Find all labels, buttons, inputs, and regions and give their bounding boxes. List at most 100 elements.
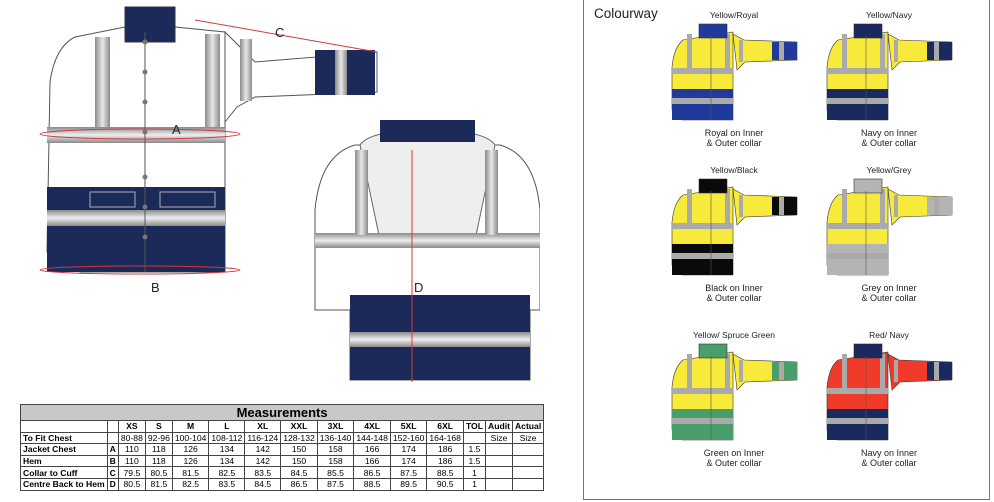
cell-value: 92-96 <box>144 431 173 445</box>
row-label: Centre Back to Hem <box>20 477 108 491</box>
cell-value: 116-124 <box>244 431 282 445</box>
cell-value: 118 <box>144 454 173 468</box>
colourway-item: Yellow/Grey Grey on Inner& Outer collar <box>814 165 964 303</box>
colourway-title: Colourway <box>594 6 658 21</box>
cell-value <box>511 466 545 479</box>
colourway-name: Yellow/ Spruce Green <box>693 330 775 340</box>
cell-value: 174 <box>389 443 428 456</box>
cell-value: 174 <box>389 454 428 468</box>
colourway-item: Yellow/ Spruce Green Green on Inner& Out… <box>659 330 809 468</box>
cell-value: 82.5 <box>171 477 210 491</box>
cell-value: Size <box>484 431 513 445</box>
cell-value <box>511 454 545 468</box>
row-code <box>106 431 119 445</box>
column-header: 4XL <box>353 420 391 433</box>
colourway-item: Yellow/Royal Royal on Inner& Outer colla… <box>659 10 809 148</box>
cell-value: 150 <box>280 443 318 456</box>
colourway-caption: Grey on Inner& Outer collar <box>861 283 917 303</box>
jacket-swatch-icon <box>671 23 798 121</box>
column-header: Actual <box>511 420 545 433</box>
cell-value: 134 <box>208 443 246 456</box>
cell-value: Size <box>511 431 545 445</box>
cell-value: 126 <box>171 443 210 456</box>
colourway-caption: Green on Inner& Outer collar <box>703 448 765 468</box>
cell-value: 144-148 <box>353 431 391 445</box>
cell-value: 84.5 <box>280 466 318 479</box>
cell-value: 89.5 <box>389 477 428 491</box>
colourway-name: Red/ Navy <box>869 330 909 340</box>
column-header: TOL <box>462 420 486 433</box>
colourway-name: Yellow/Navy <box>866 10 912 20</box>
cell-value: 1 <box>462 466 486 479</box>
cell-value: 150 <box>280 454 318 468</box>
cell-value: 134 <box>208 454 246 468</box>
column-header: 5XL <box>389 420 428 433</box>
column-header: 6XL <box>426 420 464 433</box>
cell-value: 164-168 <box>426 431 464 445</box>
label-d: D <box>414 280 424 295</box>
cell-value: 80.5 <box>144 466 173 479</box>
cell-value <box>484 466 513 479</box>
cell-value: 83.5 <box>244 466 282 479</box>
row-code: A <box>106 443 119 456</box>
label-a: A <box>172 122 181 137</box>
jacket-swatch-icon <box>826 178 953 276</box>
cell-value <box>484 443 513 456</box>
cell-value: 128-132 <box>280 431 318 445</box>
cell-value: 158 <box>316 454 355 468</box>
cell-value: 81.5 <box>144 477 173 491</box>
cell-value: 186 <box>426 443 464 456</box>
column-header: S <box>144 420 173 433</box>
label-b: B <box>151 280 160 295</box>
cell-value: 1 <box>462 477 486 491</box>
jacket-swatch-icon <box>826 343 953 441</box>
cell-value: 1.5 <box>462 443 486 456</box>
colourway-name: Yellow/Royal <box>709 10 759 20</box>
cell-value: 80-88 <box>117 431 146 445</box>
row-code: C <box>106 466 119 479</box>
column-header: XS <box>117 420 146 433</box>
cell-value: 87.5 <box>316 477 355 491</box>
cell-value: 152-160 <box>389 431 428 445</box>
cell-value: 108-112 <box>208 431 246 445</box>
colourway-caption: Navy on Inner& Outer collar <box>860 128 918 148</box>
cell-value: 84.5 <box>244 477 282 491</box>
column-header: M <box>171 420 210 433</box>
colourway-name: Yellow/Black <box>710 165 758 175</box>
column-header: L <box>208 420 246 433</box>
jacket-swatch-icon <box>826 23 953 121</box>
cell-value <box>484 454 513 468</box>
column-header: Audit <box>484 420 513 433</box>
cell-value: 142 <box>244 443 282 456</box>
row-label: Jacket Chest <box>20 443 108 456</box>
cell-value: 82.5 <box>208 466 246 479</box>
colourway-caption: Navy on Inner& Outer collar <box>860 448 918 468</box>
row-label: Collar to Cuff <box>20 466 108 479</box>
cell-value <box>462 431 486 445</box>
cell-value <box>511 443 545 456</box>
front-jacket-diagram <box>39 6 378 275</box>
back-jacket-diagram <box>314 120 540 382</box>
label-c: C <box>275 25 285 40</box>
colourway-item: Yellow/Navy Navy on Inner& Outer collar <box>814 10 964 148</box>
jacket-swatch-icon <box>671 178 798 276</box>
colourway-item: Red/ Navy Navy on Inner& Outer collar <box>814 330 964 468</box>
colourway-name: Yellow/Grey <box>866 165 912 175</box>
cell-value <box>484 477 513 491</box>
cell-value: 83.5 <box>208 477 246 491</box>
row-label: Hem <box>20 454 108 468</box>
cell-value: 81.5 <box>171 466 210 479</box>
row-label: To Fit Chest <box>20 431 108 445</box>
colourway-item: Yellow/Black Black on Inner& Outer colla… <box>659 165 809 303</box>
cell-value <box>511 477 545 491</box>
cell-value: 88.5 <box>426 466 464 479</box>
row-code: D <box>106 477 119 491</box>
cell-value: 118 <box>144 443 173 456</box>
cell-value: 1.5 <box>462 454 486 468</box>
colourway-caption: Black on Inner& Outer collar <box>705 283 763 303</box>
cell-value: 136-140 <box>316 431 355 445</box>
